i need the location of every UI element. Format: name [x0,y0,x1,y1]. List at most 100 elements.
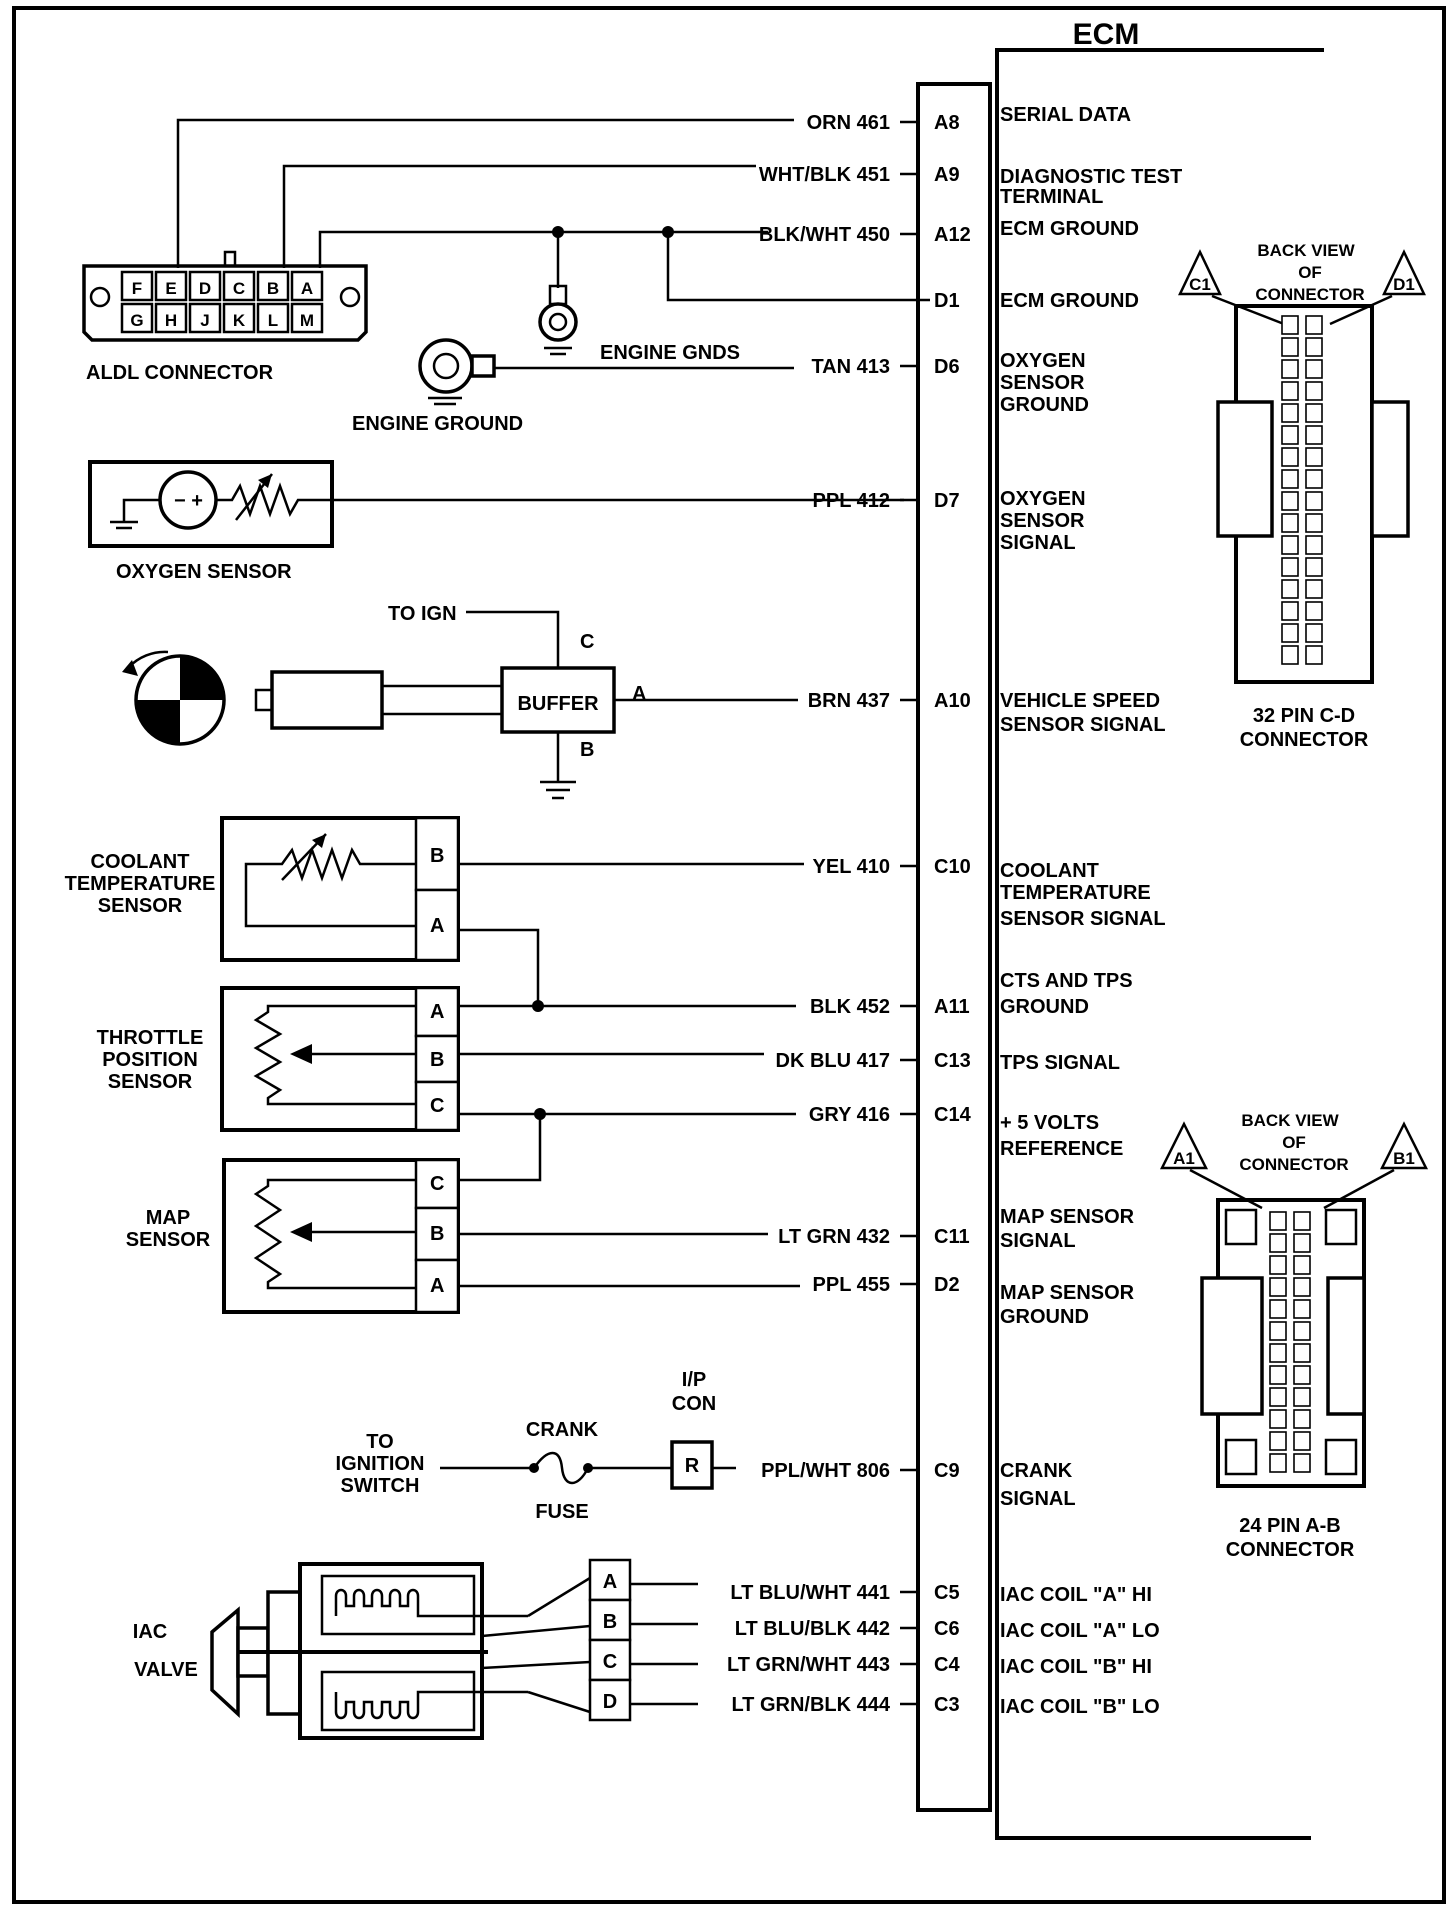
oxygen-sensor-ground-lead [122,498,160,522]
svg-text:B: B [430,1223,444,1245]
connector-cavity [1293,1365,1311,1385]
connector-cavity [1293,1255,1311,1275]
wire-label: TAN 413 [811,356,890,378]
aldl-pin [256,302,290,334]
svg-text:MAP: MAP [146,1207,190,1229]
svg-text:SENSOR: SENSOR [98,895,183,917]
svg-text:SWITCH: SWITCH [341,1475,420,1497]
connector-cavity [1281,469,1299,489]
connector-cavity [1281,425,1299,445]
aldl-mount-right [339,286,361,308]
connector-cavity [1305,645,1323,665]
ecm-function-label: CRANK [1000,1460,1073,1482]
svg-text:SENSOR: SENSOR [108,1071,193,1093]
connector-cavity [1281,337,1299,357]
engine-ground-label: ENGINE GROUND [352,413,523,435]
iac-valve: IAC VALVE A B C D [133,1558,698,1740]
connector-cavity [1281,645,1299,665]
ecm-pin-label: C10 [934,856,971,878]
ecm-function-label: IAC COIL "B" HI [1000,1656,1152,1678]
aldl-pin-letter: H [165,311,177,330]
connector-cavity [1269,1409,1287,1429]
wire-aldl-ground [318,230,768,268]
tps-potentiometer [253,1004,416,1106]
aldl-pin-letter: B [267,279,279,298]
ecm-pin-label: D6 [934,356,960,378]
svg-text:C: C [430,1173,444,1195]
cts-thermistor [244,846,416,928]
map-potentiometer [253,1178,416,1290]
ecm-function-label: VEHICLE SPEED [1000,690,1160,712]
connector-cavity [1269,1299,1287,1319]
svg-text:OF: OF [1298,263,1322,282]
ab-latch-right [1326,1276,1366,1416]
connector-cavity [1281,403,1299,423]
tag-c1 [1178,249,1222,296]
iac-coil-b [334,1690,528,1720]
throttle-position-sensor: A B C THROTTLE POSITION SENSOR [97,986,796,1182]
aldl-pin [188,270,222,302]
vss-body [270,670,384,730]
ecm-pin-label: D1 [934,290,960,312]
ecm-function-label: COOLANT [1000,860,1099,882]
connector-cavity [1293,1321,1311,1341]
ecm-pin-strip [916,82,992,1812]
ecm-function-label: CTS AND TPS [1000,970,1133,992]
connector-cavity [1293,1431,1311,1451]
aldl-pin-letter: F [132,279,142,298]
engine-ground: ENGINE GROUND [352,338,794,435]
wire-label: GRY 416 [809,1104,890,1126]
connector-cavity [1305,579,1323,599]
wire-diag-test [282,164,756,268]
iac-coil-a-housing [320,1574,476,1636]
vss-tip [254,688,274,712]
wire-label: ORN 461 [807,112,890,134]
iac-pin-d [588,1678,632,1722]
ecm-function-label: SIGNAL [1000,1230,1076,1252]
ecm-function-label: SENSOR [1000,372,1085,394]
iac-pin-a [588,1558,632,1602]
iac-lead-c [481,1660,591,1670]
connector-cavity [1305,623,1323,643]
connector-cavity [1305,447,1323,467]
connector-24-pin-ab: BACK VIEW OF CONNECTOR A1 B1 24 PIN A-B … [1159,1111,1429,1561]
ecm-pin-label: C3 [934,1694,960,1716]
coolant-temperature-sensor: B A COOLANT TEMPERATURE SENSOR [65,816,804,1006]
engine-ground-tab [470,354,496,378]
engine-gnd-lug-hole [548,312,568,332]
svg-text:C: C [430,1095,444,1117]
connector-cavity [1293,1277,1311,1297]
ecm-function-label: TEMPERATURE [1000,882,1151,904]
tag-d1 [1382,249,1426,296]
svg-text:COOLANT: COOLANT [91,851,190,873]
oxygen-sensor-label: OXYGEN SENSOR [116,561,292,583]
ecm-pin-label: C6 [934,1618,960,1640]
aldl-pin [120,270,154,302]
connector-cavity [1281,513,1299,533]
aldl-key [223,250,237,268]
wire-label: DK BLU 417 [776,1050,890,1072]
engine-gnds: ENGINE GNDS [538,232,740,364]
diagram-frame [12,6,1446,1904]
ecm-function-label: SENSOR SIGNAL [1000,908,1166,930]
svg-text:B1: B1 [1393,1149,1415,1168]
ip-connector [670,1440,714,1490]
ecm-function-label: GROUND [1000,394,1089,416]
connector-cavity [1269,1431,1287,1451]
connector-cavity [1269,1343,1287,1363]
aldl-pin-letter: J [200,311,209,330]
oxygen-sensor: − + OXYGEN SENSOR [88,460,904,583]
iac-pintle-cone [210,1606,240,1718]
connector-cavity [1281,359,1299,379]
ecm-pin-label: C5 [934,1582,960,1604]
svg-text:D1: D1 [1393,275,1415,294]
connector-cavity [1293,1233,1311,1253]
connector-cavity [1305,381,1323,401]
ecm-function-label: SIGNAL [1000,532,1076,554]
